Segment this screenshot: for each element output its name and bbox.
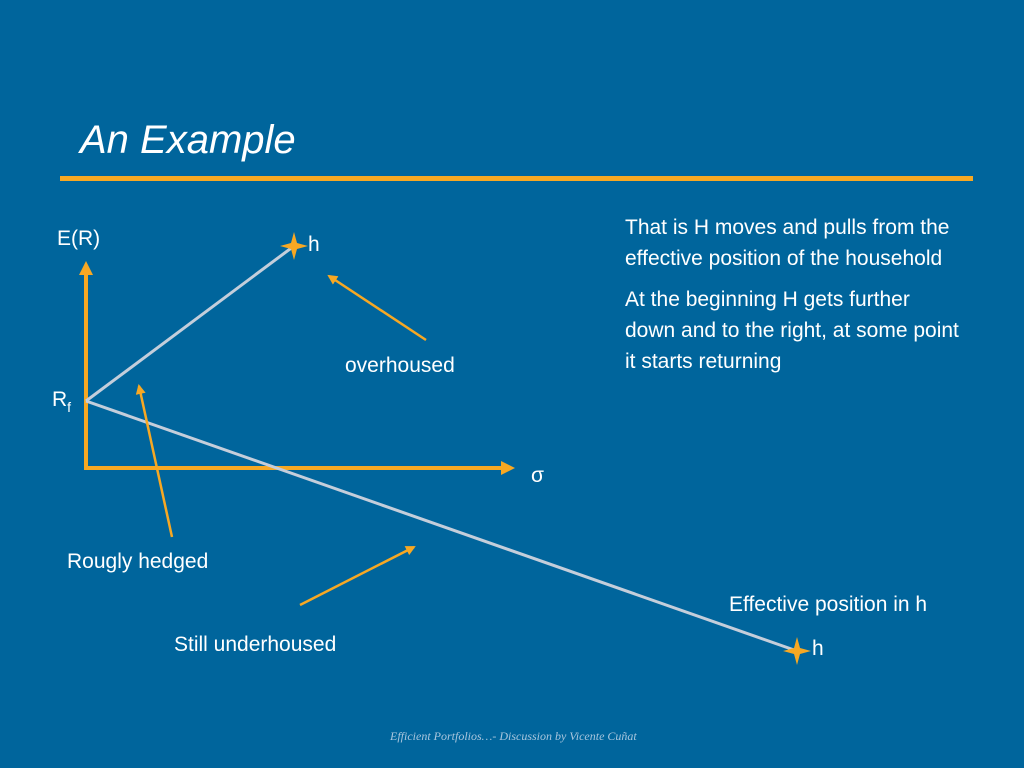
arrow-overhoused: [327, 274, 427, 342]
rf-label-main: R: [52, 388, 67, 411]
line-rf-to-lower-h: [85, 399, 798, 653]
lower-h-label: h: [812, 637, 824, 660]
slide-footer: Efficient Portfolios…- Discussion by Vic…: [390, 729, 637, 743]
note-paragraph-1: That is H moves and pulls from the effec…: [625, 216, 950, 270]
hedged-label: Rougly hedged: [67, 550, 208, 573]
slide-title: An Example: [80, 118, 296, 162]
rf-label: Rf: [52, 388, 71, 415]
rf-label-sub: f: [67, 399, 71, 415]
y-axis-label: E(R): [57, 227, 100, 250]
star-marker-icon: [280, 232, 308, 260]
star-marker-icon: [783, 637, 811, 665]
title-underline: [60, 176, 973, 181]
note-paragraph-2: At the beginning H gets further down and…: [625, 288, 959, 373]
arrow-hedged: [135, 384, 174, 538]
explanation-notes: That is H moves and pulls from the effec…: [625, 212, 965, 387]
overhoused-label: overhoused: [345, 354, 455, 377]
underhoused-label: Still underhoused: [174, 633, 336, 656]
upper-h-label: h: [308, 233, 320, 256]
line-rf-to-upper-h: [85, 244, 295, 403]
x-axis-label: σ: [531, 464, 544, 487]
arrow-underhoused: [299, 545, 416, 607]
effective-position-label: Effective position in h: [729, 593, 927, 616]
